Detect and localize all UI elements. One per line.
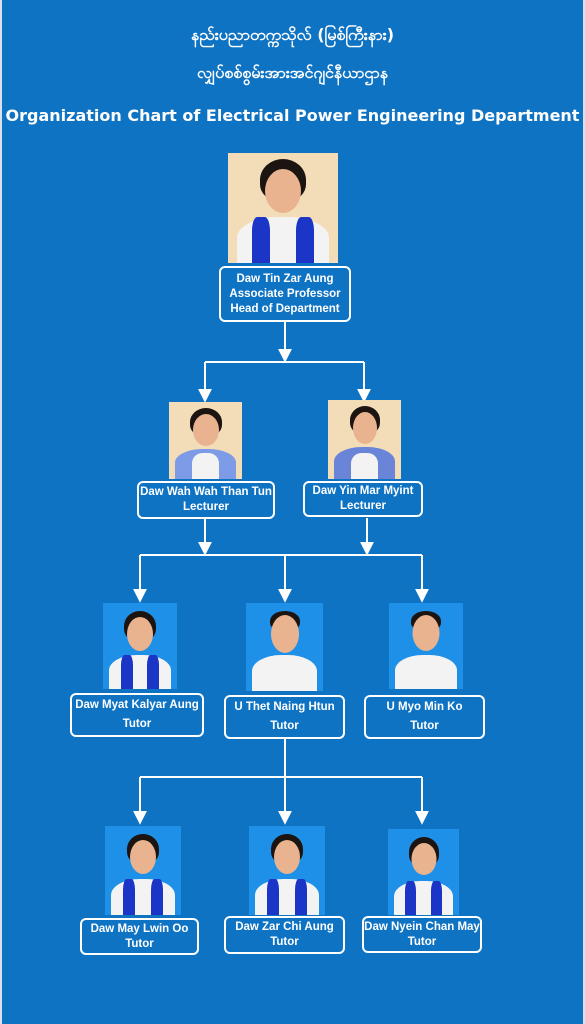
tutor-role: Tutor xyxy=(407,935,437,948)
tutor-6-photo xyxy=(388,829,459,915)
tutor-card: U Myo Min Ko Tutor xyxy=(364,695,485,739)
tutor-card: Daw May Lwin Oo Tutor xyxy=(80,918,199,955)
tutor-role: Tutor xyxy=(122,718,152,730)
head-card: Daw Tin Zar Aung Associate Professor Hea… xyxy=(219,266,351,322)
tutor-card: Daw Myat Kalyar Aung Tutor xyxy=(70,693,204,737)
tutor-name: U Thet Naing Htun xyxy=(234,701,335,713)
lecturer-role: Lecturer xyxy=(182,501,230,513)
tutor-name: Daw May Lwin Oo xyxy=(90,922,189,935)
tutor-role: Tutor xyxy=(270,936,299,948)
tutor-name: Daw Zar Chi Aung xyxy=(235,921,334,933)
department-name-myanmar: လျှပ်စစ်စွမ်းအားအင်ဂျင်နီယာဌာန xyxy=(196,63,389,82)
lecturer-name: Daw Yin Mar Myint xyxy=(312,485,414,497)
tutor-card: U Thet Naing Htun Tutor xyxy=(224,695,345,739)
tutor-card: Daw Zar Chi Aung Tutor xyxy=(224,916,345,954)
lecturer-card: Daw Yin Mar Myint Lecturer xyxy=(303,481,423,517)
tutor-4-photo xyxy=(105,826,181,915)
head-role: Associate Professor xyxy=(229,287,341,300)
university-name-myanmar: နည်းပညာတက္ကသိုလ် (မြစ်ကြီးနား) xyxy=(190,25,395,44)
tutor-name: Daw Myat Kalyar Aung xyxy=(75,699,199,711)
tutor-name: U Myo Min Ko xyxy=(386,701,463,713)
tutor-role: Tutor xyxy=(125,937,154,950)
lecturer-name: Daw Wah Wah Than Tun xyxy=(140,486,272,498)
lecturer-1-photo xyxy=(169,402,242,479)
head-photo xyxy=(228,153,338,263)
tutor-role: Tutor xyxy=(410,720,439,732)
tutor-role: Tutor xyxy=(270,720,299,732)
tutor-2-photo xyxy=(246,603,323,691)
tutor-1-photo xyxy=(103,603,177,689)
tutor-5-photo xyxy=(249,826,325,915)
head-role-2: Head of Department xyxy=(230,302,340,315)
lecturer-card: Daw Wah Wah Than Tun Lecturer xyxy=(137,481,275,519)
lecturer-2-photo xyxy=(328,400,401,479)
lecturer-role: Lecturer xyxy=(339,500,387,512)
tutor-3-photo xyxy=(389,603,463,689)
tutor-name: Daw Nyein Chan May xyxy=(364,920,480,933)
head-name: Daw Tin Zar Aung xyxy=(236,272,334,285)
tutor-card: Daw Nyein Chan May Tutor xyxy=(362,916,482,953)
chart-title: Organization Chart of Electrical Power E… xyxy=(5,106,580,125)
